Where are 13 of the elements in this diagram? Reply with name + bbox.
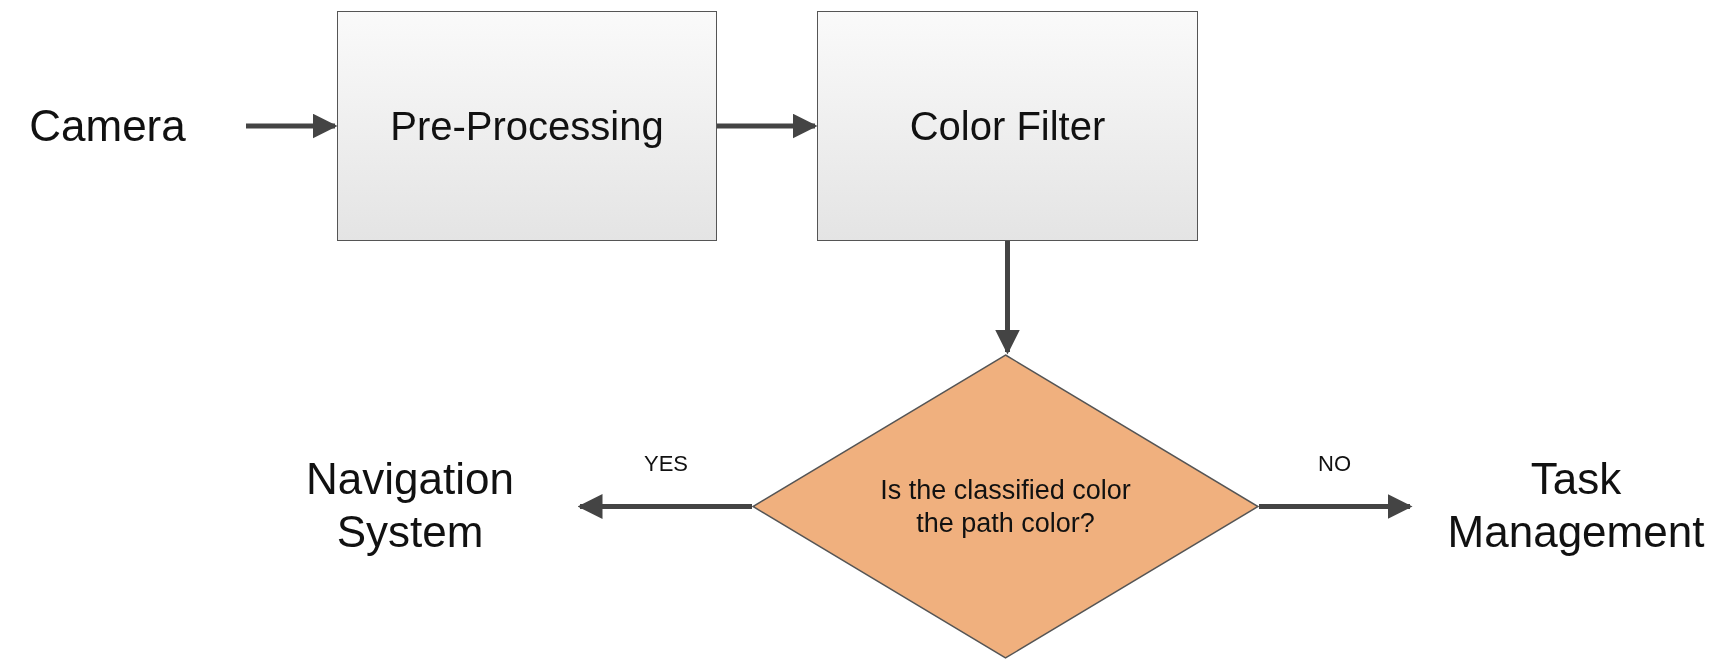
node-text: Color Filter [909,103,1106,150]
node-text: Pre-Processing [390,103,664,150]
node-text: Is the classified color the path color? [879,474,1132,539]
arrow [246,113,338,139]
arrow [717,113,818,139]
process-box [337,11,717,241]
node-label: Navigation System [305,453,515,558]
arrow [1259,494,1413,519]
arrow [995,241,1020,355]
node-label: Task Management [1446,453,1706,558]
process-box [817,11,1198,241]
node-label: Camera [29,99,186,152]
arrow [577,494,752,519]
